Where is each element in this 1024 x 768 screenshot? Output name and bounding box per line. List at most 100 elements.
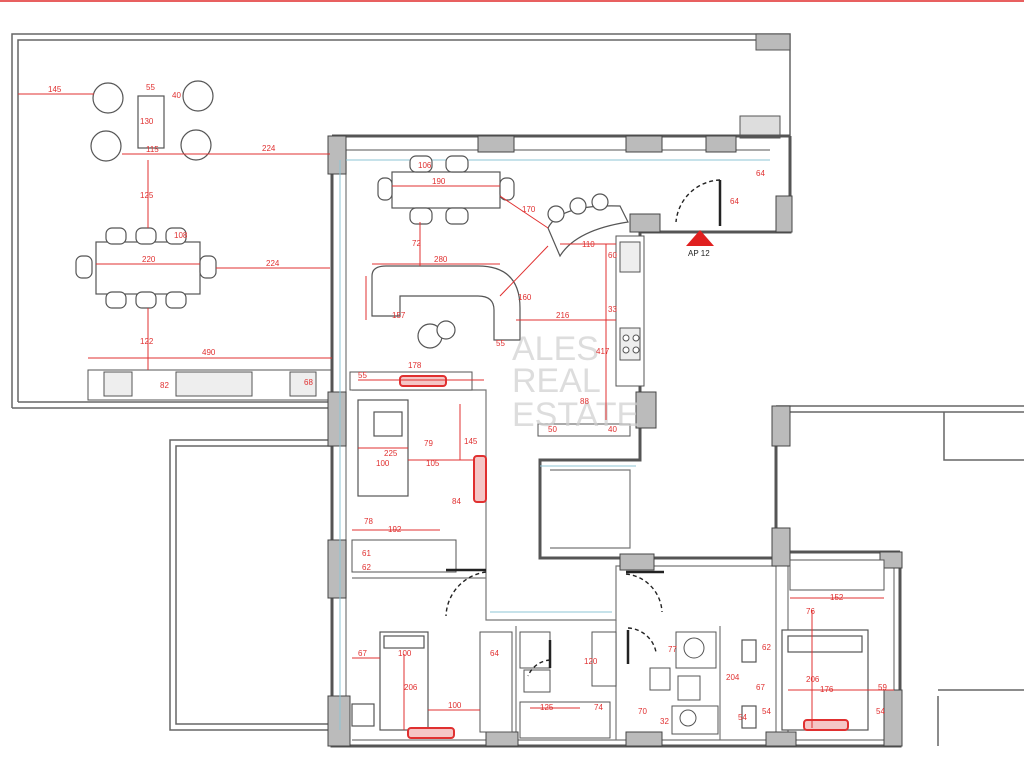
outdoor-dining [75,227,217,309]
svg-text:105: 105 [426,459,440,468]
svg-text:82: 82 [160,381,169,390]
svg-text:120: 120 [584,657,598,666]
svg-text:157: 157 [392,311,406,320]
svg-text:100: 100 [448,701,462,710]
svg-text:417: 417 [596,347,610,356]
svg-text:115: 115 [146,145,159,154]
svg-text:178: 178 [408,361,422,370]
svg-text:59: 59 [878,683,887,692]
apartment-label: AP 12 [688,249,710,258]
svg-text:125: 125 [140,191,154,200]
svg-text:67: 67 [756,683,765,692]
svg-text:170: 170 [522,205,536,214]
svg-text:74: 74 [594,703,603,712]
svg-text:145: 145 [464,437,478,446]
door-swings [445,179,721,677]
svg-text:190: 190 [432,177,446,186]
svg-text:64: 64 [490,649,499,658]
svg-text:62: 62 [362,563,371,572]
svg-text:62: 62 [762,643,771,652]
lounge-chair [90,130,122,162]
bar-counter [547,193,629,258]
svg-text:130: 130 [140,117,154,126]
svg-text:61: 61 [362,549,371,558]
svg-text:68: 68 [304,378,313,387]
svg-text:224: 224 [262,144,276,153]
svg-text:125: 125 [540,703,554,712]
svg-text:64: 64 [756,169,765,178]
svg-text:54: 54 [738,713,747,722]
lounge-set [90,80,214,162]
svg-text:152: 152 [830,593,844,602]
svg-text:84: 84 [452,497,461,506]
svg-text:280: 280 [434,255,448,264]
dining-set [377,155,515,225]
svg-text:70: 70 [638,707,647,716]
dimension-lines [18,93,894,730]
dimension-labels: 145 55 40 130 115 224 125 220 108 224 12… [48,83,887,726]
terrace-top-left [11,33,791,409]
kitchen-unit [615,235,645,387]
svg-text:206: 206 [806,675,820,684]
lounge-chair [180,129,212,161]
svg-text:55: 55 [146,83,155,92]
svg-text:88: 88 [580,397,589,406]
terrace-railing [739,115,781,139]
radiators [399,375,849,739]
svg-text:145: 145 [48,85,62,94]
apartment-marker-icon [686,230,714,246]
lounge-chair [182,80,214,112]
svg-text:204: 204 [726,673,740,682]
svg-text:122: 122 [140,337,154,346]
svg-text:50: 50 [548,425,557,434]
lounge-chair [92,82,124,114]
outdoor-table [95,241,201,295]
svg-text:490: 490 [202,348,216,357]
terrace-column [755,33,791,51]
svg-text:54: 54 [762,707,771,716]
svg-text:225: 225 [384,449,398,458]
sofa [371,265,521,349]
svg-text:176: 176 [820,685,834,694]
top-red-line [0,0,1024,2]
svg-text:60: 60 [608,251,617,260]
svg-text:79: 79 [424,439,433,448]
wardrobe [479,631,513,733]
svg-text:220: 220 [142,255,156,264]
svg-text:ESTATE: ESTATE [512,396,639,434]
bedroom-left [351,631,429,731]
bedroom-right [741,629,869,731]
lounge-table [137,95,165,149]
storage-units [349,371,885,591]
outdoor-kitchen [87,369,333,401]
terrace-bottom-left [169,439,332,731]
svg-text:64: 64 [730,197,739,206]
svg-text:40: 40 [608,425,617,434]
svg-text:76: 76 [806,607,815,616]
svg-text:72: 72 [412,239,421,248]
watermark: ALES REAL ESTATE [512,330,639,434]
svg-text:110: 110 [582,240,595,249]
door-leaves [446,180,722,668]
svg-text:216: 216 [556,311,570,320]
svg-text:REAL: REAL [512,362,601,400]
svg-text:40: 40 [172,91,181,100]
svg-text:77: 77 [668,645,677,654]
svg-text:78: 78 [364,517,373,526]
svg-text:ALES: ALES [512,330,599,368]
svg-text:100: 100 [398,649,412,658]
svg-text:106: 106 [418,161,432,170]
svg-text:224: 224 [266,259,280,268]
svg-text:67: 67 [358,649,367,658]
svg-text:32: 32 [660,717,669,726]
dining-table [391,171,501,209]
neighbor-building [776,405,1024,746]
svg-text:206: 206 [404,683,418,692]
columns [327,135,903,747]
svg-text:54: 54 [876,707,885,716]
svg-text:160: 160 [518,293,532,302]
svg-text:100: 100 [376,459,390,468]
svg-text:108: 108 [174,231,188,240]
svg-text:192: 192 [388,525,402,534]
